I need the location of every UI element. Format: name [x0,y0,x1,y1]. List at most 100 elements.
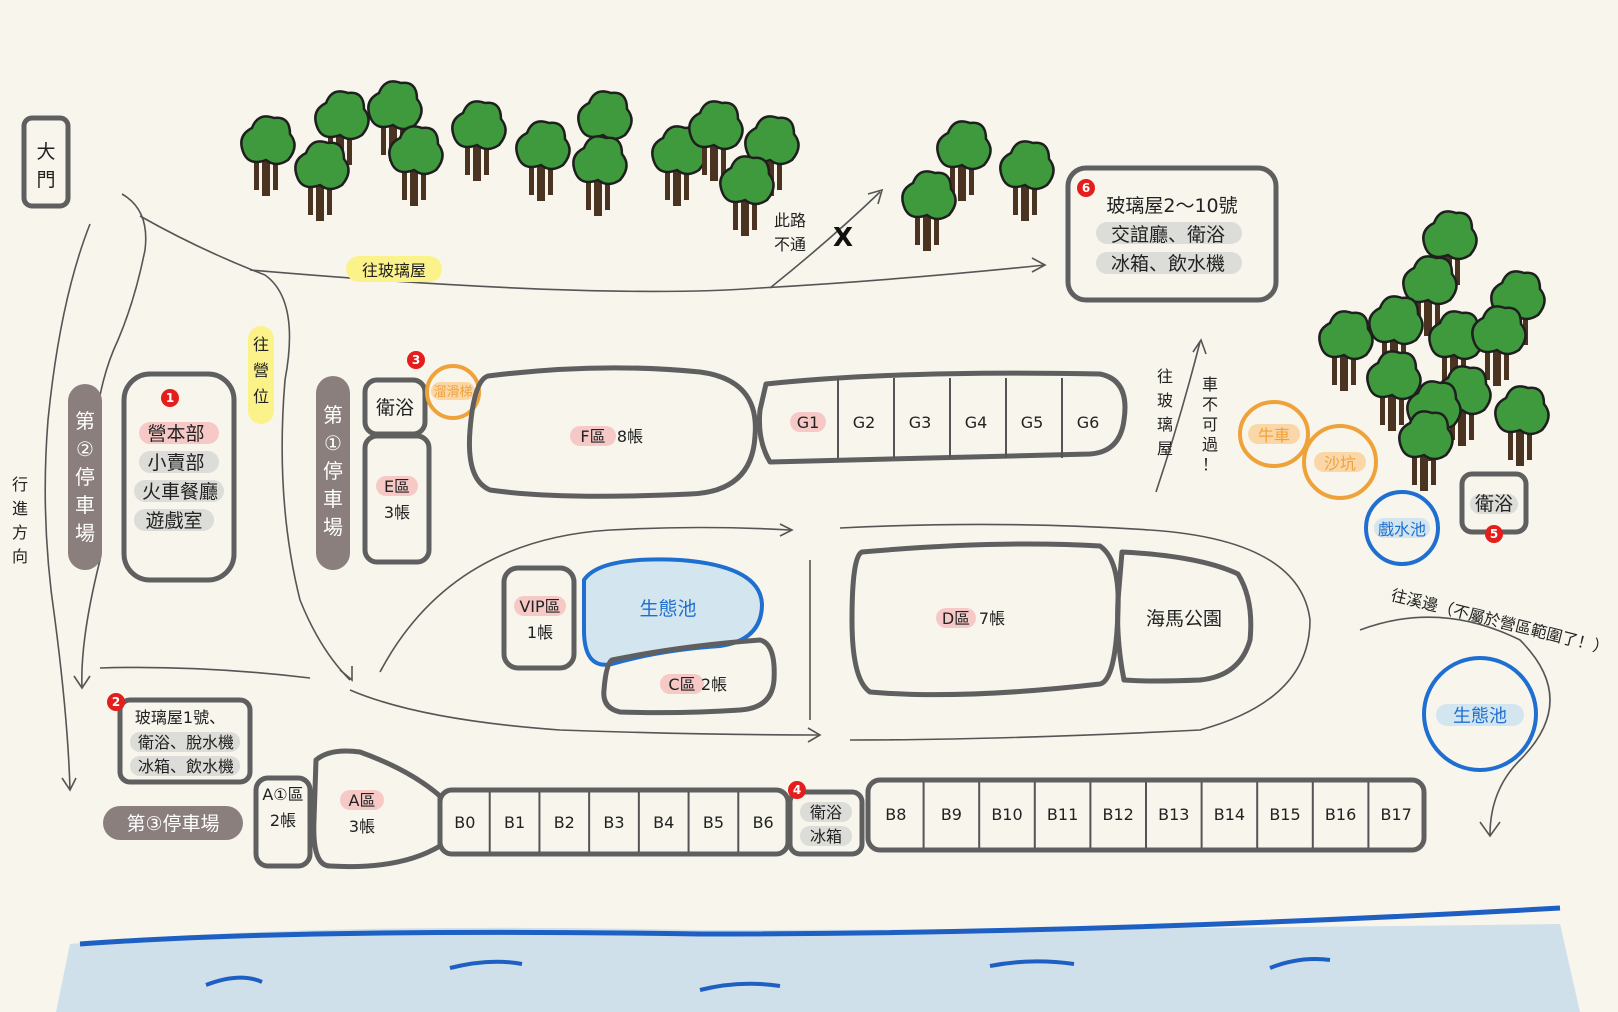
tree-icon [936,120,992,201]
b-site-b12[interactable]: B12 [1103,805,1134,824]
facility-2-line: 衛浴、脫水機 [138,733,234,752]
parking-3-label: 第③停車場 [126,813,219,835]
tree-group [240,80,1550,491]
parking-3[interactable]: 第③停車場 [103,806,243,840]
facility-6-glass-houses[interactable]: 6 玻璃屋2～10號 交誼廳、衛浴 冰箱、飲水機 [1065,165,1279,303]
x-mark: X [833,223,853,253]
eco-pond[interactable]: 生態池 [582,557,765,667]
b-site-b10[interactable]: B10 [991,805,1022,824]
zone-vip-name: VIP區 [519,597,560,616]
zone-a1[interactable]: A①區 2帳 [253,775,313,869]
facility-4-line: 冰箱 [810,827,842,846]
b-site-b9[interactable]: B9 [941,805,962,824]
tree-icon [367,80,423,161]
facility-1-line: 遊戲室 [145,510,202,532]
zone-a-name: A區 [349,791,376,810]
tree-icon [388,125,444,206]
facility-6-number: 6 [1082,181,1090,195]
zone-d[interactable]: D區 7帳 [849,541,1121,698]
facility-4-bath-fridge[interactable]: 4 衛浴 冰箱 [787,781,865,857]
zone-a[interactable]: A區 3帳 [311,748,443,870]
to-glass-house-vertical-label: 往玻璃屋 [1157,367,1173,458]
sandpit[interactable]: 沙坑 [1302,424,1378,500]
g-site-g1[interactable]: G1 [797,413,820,432]
tree-icon [1318,310,1374,391]
seahorse-park-label: 海馬公園 [1146,608,1222,630]
tree-icon [240,115,296,196]
facility-2-line: 玻璃屋1號、 [135,708,225,727]
tree-icon [1471,305,1527,386]
zone-c-name: C區 [668,675,695,694]
b-site-b2[interactable]: B2 [554,813,575,832]
ox-cart-label: 牛車 [1258,426,1290,445]
eco-pond-2[interactable]: 生態池 [1422,656,1538,772]
zone-c[interactable]: C區 2帳 [601,637,777,716]
zone-f[interactable]: F區 8帳 [466,365,758,499]
tree-icon [451,100,507,181]
tree-icon [1494,385,1550,466]
slide[interactable]: 溜滑梯 [425,364,481,420]
zone-f-name: F區 [580,427,605,446]
no-through-label: 此路不通 [774,211,806,254]
seahorse-park[interactable]: 海馬公園 [1115,549,1254,684]
slide-label: 溜滑梯 [433,385,472,400]
b-site-b13[interactable]: B13 [1158,805,1189,824]
eco-pond-2-label: 生態池 [1453,706,1507,727]
b-site-b8[interactable]: B8 [885,805,906,824]
b-site-b14[interactable]: B14 [1214,805,1245,824]
facility-1-line: 營本部 [147,423,204,445]
to-glass-house-label: 往玻璃屋 [362,261,426,280]
facility-5-bath[interactable]: 衛浴 5 [1459,471,1529,543]
main-gate[interactable]: 大 門 [21,115,71,209]
zone-c-count: 2帳 [701,675,727,694]
facility-2-number: 2 [112,695,120,709]
b-site-b3[interactable]: B3 [603,813,624,832]
g-site-g5[interactable]: G5 [1021,413,1044,432]
b-site-b0[interactable]: B0 [454,813,475,832]
splash-pool[interactable]: 戲水池 [1364,490,1440,566]
river [56,905,1580,1012]
facility-5-number: 5 [1490,527,1498,541]
facility-4-line: 衛浴 [810,803,842,822]
zone-e-count: 3帳 [384,503,410,522]
zone-vip-count: 1帳 [527,623,553,642]
b-site-b5[interactable]: B5 [703,813,724,832]
main-gate-label-2: 門 [36,169,55,191]
tree-icon [572,135,628,216]
tree-icon [719,155,775,236]
facility-3-bath-label: 衛浴 [376,397,414,419]
b-site-b16[interactable]: B16 [1325,805,1356,824]
zone-e[interactable]: E區 3帳 [362,433,432,565]
g-site-g2[interactable]: G2 [853,413,876,432]
zone-a-count: 3帳 [349,817,375,836]
facility-2-glass-house-1[interactable]: 2 玻璃屋1號、 衛浴、脫水機 冰箱、飲水機 [107,693,253,785]
zone-vip[interactable]: VIP區 1帳 [501,565,577,671]
b-site-b4[interactable]: B4 [653,813,674,832]
g-site-g4[interactable]: G4 [965,413,988,432]
tree-icon [515,120,571,201]
b-sites-left: B0 B1 B2 B3 B4 B5 B6 [437,787,791,857]
g-site-g3[interactable]: G3 [909,413,932,432]
tree-icon [901,170,957,251]
facility-3-bath[interactable]: 衛浴 3 [362,351,428,437]
g-site-g6[interactable]: G6 [1077,413,1100,432]
b-site-b6[interactable]: B6 [753,813,774,832]
to-stream-label: 往溪邊（不屬於營區範圍了！） [1389,585,1611,658]
roads [44,188,1551,838]
zone-d-name: D區 [942,609,970,628]
facility-5-bath-label: 衛浴 [1475,493,1513,515]
site-highlight [790,412,826,432]
facility-1-main-office[interactable]: 1 營本部 小賣部 火車餐廳 遊戲室 [121,371,237,583]
b-site-b15[interactable]: B15 [1269,805,1300,824]
ox-cart[interactable]: 牛車 [1238,400,1310,468]
zone-e-name: E區 [384,477,410,496]
b-site-b11[interactable]: B11 [1047,805,1078,824]
b-site-b17[interactable]: B17 [1381,805,1412,824]
no-cars-label: 車不可過！ [1202,375,1218,474]
b-site-b1[interactable]: B1 [504,813,525,832]
b-sites-right: B8 B9 B10 B11 B12 B13 B14 B15 B16 B17 [865,777,1427,853]
